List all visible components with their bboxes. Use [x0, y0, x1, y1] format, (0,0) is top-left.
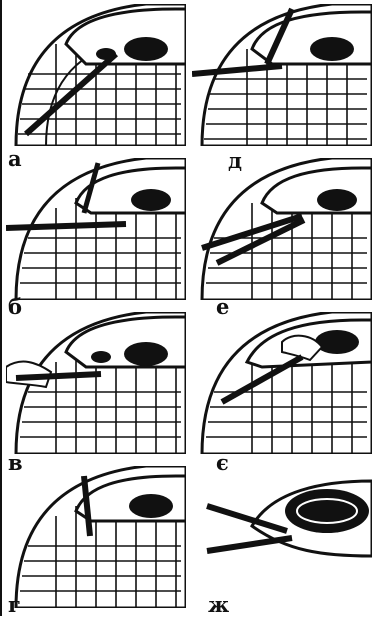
- panel-zh-label: ж: [208, 594, 229, 615]
- panel-a-illustration: [6, 4, 186, 146]
- panel-zh: [192, 466, 372, 608]
- panel-v: [6, 312, 186, 454]
- panel-ye: [192, 312, 372, 454]
- panel-h: [6, 466, 186, 608]
- panel-d-illustration: [192, 4, 372, 146]
- panel-a: [6, 4, 186, 146]
- panel-v-illustration: [6, 312, 186, 454]
- left-border-line: [0, 0, 2, 616]
- panel-zh-illustration: [192, 466, 372, 608]
- panel-b: [6, 158, 186, 300]
- panel-e: [192, 158, 372, 300]
- panel-b-illustration: [6, 158, 186, 300]
- wheel-rim-icon: [66, 317, 186, 367]
- tire-icon: [252, 481, 372, 556]
- panel-d: [192, 4, 372, 146]
- panel-h-illustration: [6, 466, 186, 608]
- wheel-rim-icon: [66, 9, 186, 64]
- panel-ye-illustration: [192, 312, 372, 454]
- panel-h-label: г: [8, 594, 21, 615]
- panel-e-illustration: [192, 158, 372, 300]
- tire-lever-icon: [16, 374, 101, 378]
